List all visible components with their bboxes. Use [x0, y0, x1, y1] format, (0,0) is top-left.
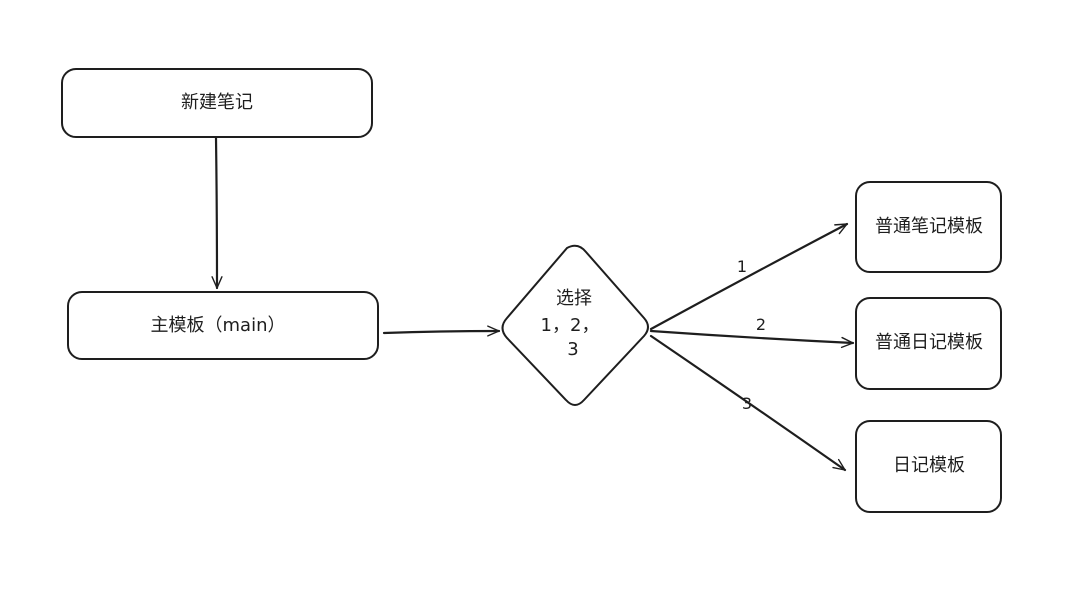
edge-choice-to-diary: [649, 334, 847, 472]
node-new-note: 新建笔记: [61, 68, 373, 138]
node-new-note-label: 新建笔记: [181, 92, 253, 113]
node-choice-label-line2: 1，2，: [541, 315, 600, 336]
node-main-template: 主模板（main）: [67, 291, 379, 360]
node-choice-label-line3: 3: [567, 339, 578, 360]
edge-label-2: 2: [756, 315, 766, 334]
node-diary-template-label: 日记模板: [893, 455, 965, 476]
node-diary-template: 日记模板: [855, 420, 1002, 513]
edge-main-to-choice: [382, 325, 501, 337]
edge-new-note-to-main: [211, 136, 223, 290]
edge-label-1: 1: [737, 257, 747, 276]
node-normal-diary-template: 普通日记模板: [855, 297, 1002, 390]
edge-choice-to-normal-note: [649, 222, 849, 331]
node-choice-label-line1: 选择: [556, 288, 592, 309]
node-main-template-label: 主模板（main）: [151, 315, 286, 336]
edge-choice-to-normal-diary: [649, 329, 855, 349]
node-normal-note-template-label: 普通笔记模板: [875, 216, 983, 237]
node-choice-diamond: 选择 1，2， 3: [501, 244, 649, 406]
node-normal-note-template: 普通笔记模板: [855, 181, 1002, 273]
edge-label-3: 3: [742, 394, 752, 413]
node-normal-diary-template-label: 普通日记模板: [875, 332, 983, 353]
